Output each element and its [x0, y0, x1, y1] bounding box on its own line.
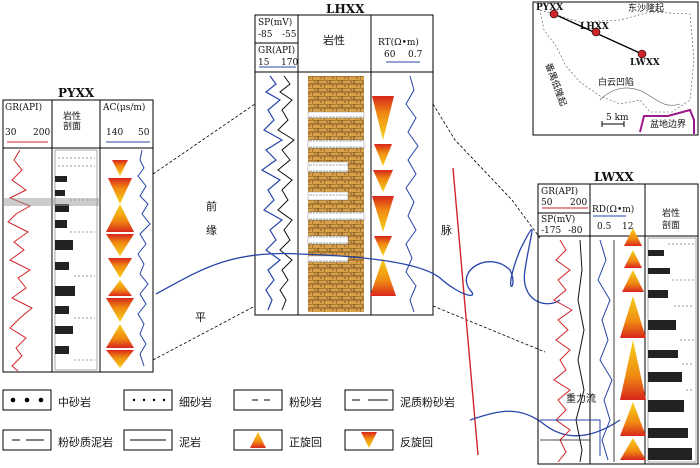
lhxx-gr-curve: [277, 75, 295, 311]
lwxx-sp-curve: [575, 239, 585, 463]
pyxx-gr-max: 200: [33, 128, 51, 138]
lhxx-frame: [254, 14, 434, 316]
lwxx-frame: [537, 183, 699, 465]
map-well-lhxx: LHXX: [580, 22, 609, 32]
legend-symbols: [2, 389, 394, 451]
map-boundary: 盆地边界: [650, 120, 687, 130]
legend-mudstone: 泥岩: [179, 436, 201, 449]
lhxx-rt-label: RT(Ω•m): [378, 38, 419, 48]
lhxx-title: LHXX: [326, 2, 365, 16]
lwxx-sp-label: SP(mV): [541, 215, 576, 225]
lhxx-rt-min: 60: [384, 50, 396, 60]
lwxx-rd-max: 12: [622, 222, 634, 232]
legend-silty-mudstone: 粉砂质泥岩: [58, 436, 113, 449]
annot-bo: 脉: [441, 224, 452, 237]
map-uplift-east: 东沙隆起: [628, 4, 665, 14]
lwxx-title: LWXX: [594, 170, 634, 184]
lwxx-rd-curve: [597, 239, 613, 461]
pyxx-title: PYXX: [58, 86, 95, 100]
lhxx-rt-curve: [405, 75, 419, 313]
annot-ping: 平: [195, 311, 206, 324]
lhxx-lith-label: 岩性: [323, 34, 345, 47]
pyxx-ac-max: 50: [138, 128, 150, 138]
lwxx-lith-blocks: [648, 250, 692, 460]
map-well-lwxx: LWXX: [630, 58, 660, 68]
legend-medium-sandstone: 中砂岩: [58, 396, 91, 409]
annot-yuan: 缘: [206, 224, 217, 237]
correlation-lines: [152, 103, 546, 361]
pyxx-gr-curve: [7, 149, 33, 372]
lwxx-panel: [537, 183, 699, 465]
pyxx-ac-curve: [137, 149, 151, 367]
annot-gravity-flow: 重力流: [566, 394, 596, 405]
map-well-pyxx: PYXX: [536, 3, 564, 13]
map-scale: 5 km: [606, 113, 629, 123]
lhxx-gr-max: 170: [281, 58, 299, 68]
lhxx-sp-max: -55: [282, 30, 297, 40]
pyxx-panel: [2, 99, 154, 373]
correlation-blue-curve: [155, 228, 561, 305]
lhxx-rt-max: 0.7: [408, 50, 423, 60]
legend-siltstone: 粉砂岩: [289, 396, 322, 409]
lwxx-sp-min: -175: [541, 226, 562, 236]
pyxx-frame: [2, 99, 154, 373]
pyxx-gr-min: 30: [5, 128, 17, 138]
lhxx-gr-min: 15: [258, 58, 270, 68]
lhxx-sp-curve: [260, 75, 284, 311]
lwxx-lith-label: 岩性剖面: [661, 209, 680, 231]
legend-positive-cycle: 正旋回: [289, 436, 322, 449]
pyxx-gr-label: GR(API): [5, 103, 43, 113]
pyxx-ac-min: 140: [106, 128, 124, 138]
location-map: [532, 1, 699, 136]
lhxx-sp-min: -85: [258, 30, 273, 40]
lhxx-sp-label: SP(mV): [258, 18, 293, 28]
legend-fine-sandstone: 细砂岩: [179, 396, 212, 409]
boundary-red-line: [452, 167, 479, 456]
pyxx-ac-label: AC(μs/m): [103, 103, 146, 113]
lwxx-gr-max: 200: [570, 198, 588, 208]
lwxx-sp-max: -80: [568, 226, 583, 236]
lhxx-gr-label: GR(API): [258, 46, 296, 56]
map-sag: 白云凹陷: [598, 78, 635, 88]
pyxx-lith-label: 岩性剖面: [62, 112, 81, 132]
lwxx-gr-min: 50: [541, 198, 553, 208]
lwxx-rd-min: 0.5: [597, 222, 612, 232]
pyxx-lith-blocks: [55, 176, 75, 354]
lwxx-gr-curve: [553, 239, 573, 463]
lwxx-gr-label: GR(API): [541, 187, 579, 197]
lhxx-panel: [254, 14, 434, 316]
annot-qian: 前: [206, 200, 217, 213]
legend-reverse-cycle: 反旋回: [400, 436, 433, 449]
legend-muddy-siltstone: 泥质粉砂岩: [400, 396, 455, 409]
lwxx-rd-label: RD(Ω•m): [592, 205, 635, 215]
